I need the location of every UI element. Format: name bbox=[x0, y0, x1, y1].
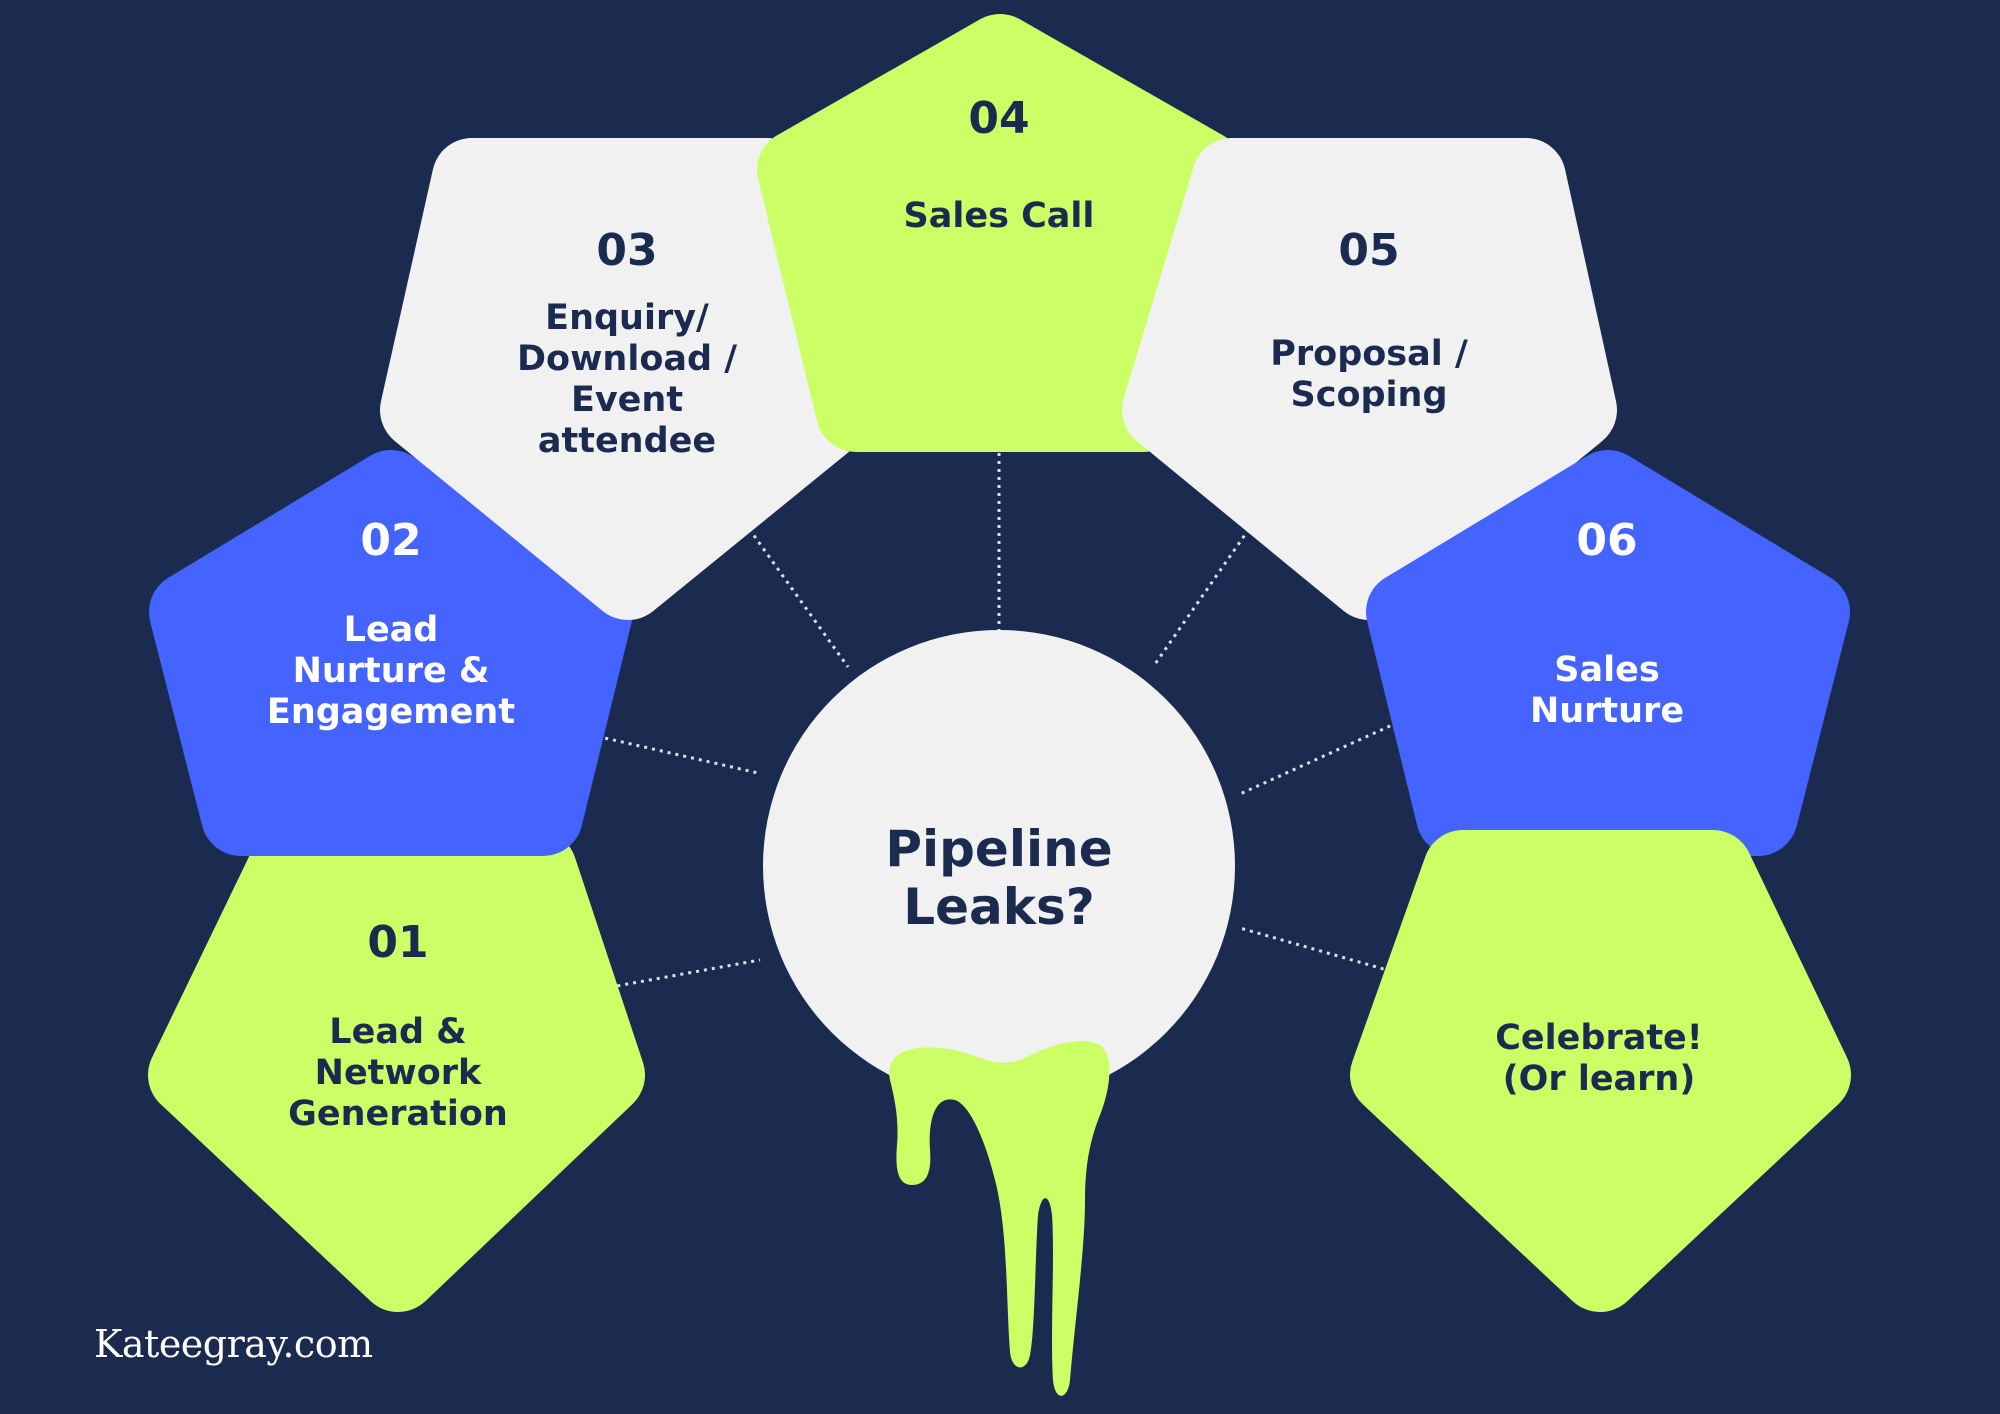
step-07-line-1: Celebrate! bbox=[1495, 1018, 1703, 1058]
center-hub bbox=[763, 630, 1235, 1396]
step-05-line-1: Proposal / bbox=[1270, 334, 1468, 374]
center-title: Pipeline Leaks? bbox=[849, 820, 1149, 936]
step-03-pentagon bbox=[380, 138, 877, 620]
step-01-pentagon bbox=[148, 830, 645, 1312]
center-title-line1: Pipeline bbox=[885, 820, 1113, 878]
step-07-label: Celebrate! (Or learn) bbox=[1444, 1018, 1754, 1100]
step-01-label: 01 Lead & Network Generation bbox=[243, 918, 553, 1135]
step-03-line-4: attendee bbox=[537, 421, 717, 461]
step-04-pentagon bbox=[757, 14, 1243, 452]
center-title-line2: Leaks? bbox=[903, 878, 1095, 936]
step-03-label: 03 Enquiry/ Download / Event attendee bbox=[472, 226, 782, 462]
step-02-pentagon bbox=[149, 450, 633, 856]
step-06-line-1: Sales bbox=[1554, 650, 1660, 690]
step-01-line-1: Lead & bbox=[329, 1012, 467, 1052]
step-02-label: 02 Lead Nurture & Engagement bbox=[236, 516, 546, 733]
step-06-line-2: Nurture bbox=[1529, 691, 1685, 731]
connector-lines bbox=[573, 437, 1423, 995]
connector-03 bbox=[738, 515, 850, 668]
step-04-line-1: Sales Call bbox=[903, 196, 1095, 236]
step-03-line-1: Enquiry/ bbox=[545, 298, 709, 338]
drip-icon bbox=[889, 1040, 1110, 1396]
step-06-label: 06 Sales Nurture bbox=[1452, 516, 1762, 732]
step-03-line-2: Download / bbox=[516, 339, 738, 379]
step-02-line-3: Engagement bbox=[266, 692, 516, 732]
connector-06 bbox=[1239, 714, 1413, 796]
center-circle bbox=[763, 630, 1235, 1102]
step-01-line-3: Generation bbox=[288, 1094, 508, 1134]
step-shapes bbox=[148, 14, 1851, 1312]
step-02-line-1: Lead bbox=[343, 610, 439, 650]
brand-logo: Kateegray.com bbox=[94, 1322, 373, 1366]
step-03-number: 03 bbox=[596, 225, 658, 276]
step-04-number: 04 bbox=[968, 93, 1030, 144]
step-05-label: 05 Proposal / Scoping bbox=[1214, 226, 1524, 416]
step-05-line-2: Scoping bbox=[1290, 375, 1448, 415]
connector-01 bbox=[577, 958, 761, 995]
step-05-pentagon bbox=[1122, 138, 1617, 620]
step-01-line-2: Network bbox=[314, 1053, 482, 1093]
step-06-pentagon bbox=[1366, 450, 1850, 856]
step-02-line-2: Nurture & bbox=[292, 651, 490, 691]
step-03-line-3: Event bbox=[570, 380, 684, 420]
step-07-pentagon bbox=[1350, 830, 1851, 1312]
step-06-number: 06 bbox=[1576, 515, 1638, 566]
step-07-line-2: (Or learn) bbox=[1502, 1059, 1696, 1099]
step-02-number: 02 bbox=[360, 515, 422, 566]
step-04-label: 04 Sales Call bbox=[849, 94, 1149, 237]
step-01-number: 01 bbox=[367, 917, 429, 968]
step-05-number: 05 bbox=[1338, 225, 1400, 276]
connector-05 bbox=[1151, 515, 1260, 668]
